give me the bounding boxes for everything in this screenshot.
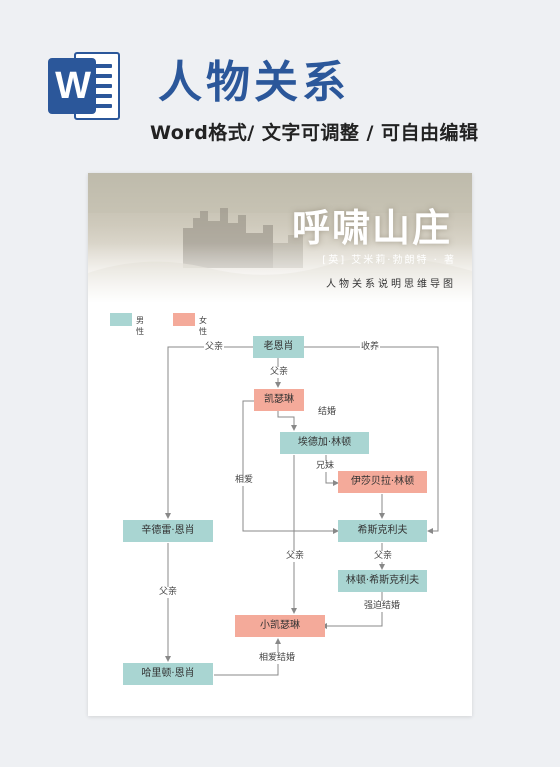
- edge-label-father-hindley: 父亲: [204, 342, 225, 353]
- node-catherine: 凯瑟琳: [254, 389, 304, 411]
- book-author: [英] 艾米莉·勃朗特 · 著: [322, 255, 456, 266]
- edge-label-father-young-catherine: 父亲: [285, 551, 306, 562]
- word-logo-icon: W: [48, 46, 122, 126]
- edge-label-adopt: 收养: [360, 342, 381, 353]
- node-young-catherine: 小凯瑟琳: [235, 615, 325, 637]
- misty-castle-illustration: [88, 173, 472, 303]
- edge-label-love: 相爱: [234, 475, 255, 486]
- edge-label-love-marriage: 相爱结婚: [258, 653, 297, 664]
- node-hareton-earnshaw: 哈里顿·恩肖: [123, 663, 213, 685]
- node-edgar-linton: 埃德加·林顿: [280, 432, 369, 454]
- legend-female-label: 女性: [199, 316, 207, 336]
- legend-female-swatch: [173, 313, 195, 326]
- edge-label-forced-marriage: 强迫结婚: [363, 601, 402, 612]
- edge-label-father-linton: 父亲: [373, 551, 394, 562]
- node-linton-heathcliff: 林顿·希斯克利夫: [338, 570, 427, 592]
- legend-male-swatch: [110, 313, 132, 326]
- book-caption: 人物关系说明思维导图: [326, 279, 456, 290]
- node-isabella-linton: 伊莎贝拉·林顿: [338, 471, 427, 493]
- edge-label-father-hareton: 父亲: [158, 587, 179, 598]
- cover-image: 呼啸山庄 [英] 艾米莉·勃朗特 · 著 人物关系说明思维导图: [88, 173, 472, 303]
- node-old-earnshaw: 老恩肖: [253, 336, 304, 358]
- legend-male-label: 男性: [136, 316, 144, 336]
- edge-label-father-catherine: 父亲: [269, 367, 290, 378]
- edge-label-married: 结婚: [317, 407, 338, 418]
- page-title: 人物关系: [158, 57, 350, 108]
- node-hindley-earnshaw: 辛德雷·恩肖: [123, 520, 213, 542]
- edge-label-siblings: 兄妹: [315, 461, 336, 472]
- page-subtitle: Word格式/ 文字可调整 / 可自由编辑: [150, 122, 479, 144]
- book-title: 呼啸山庄: [291, 205, 452, 250]
- document-preview: 呼啸山庄 [英] 艾米莉·勃朗特 · 著 人物关系说明思维导图 男性 女性: [88, 173, 472, 716]
- node-heathcliff: 希斯克利夫: [338, 520, 427, 542]
- word-letter-badge: W: [48, 58, 96, 114]
